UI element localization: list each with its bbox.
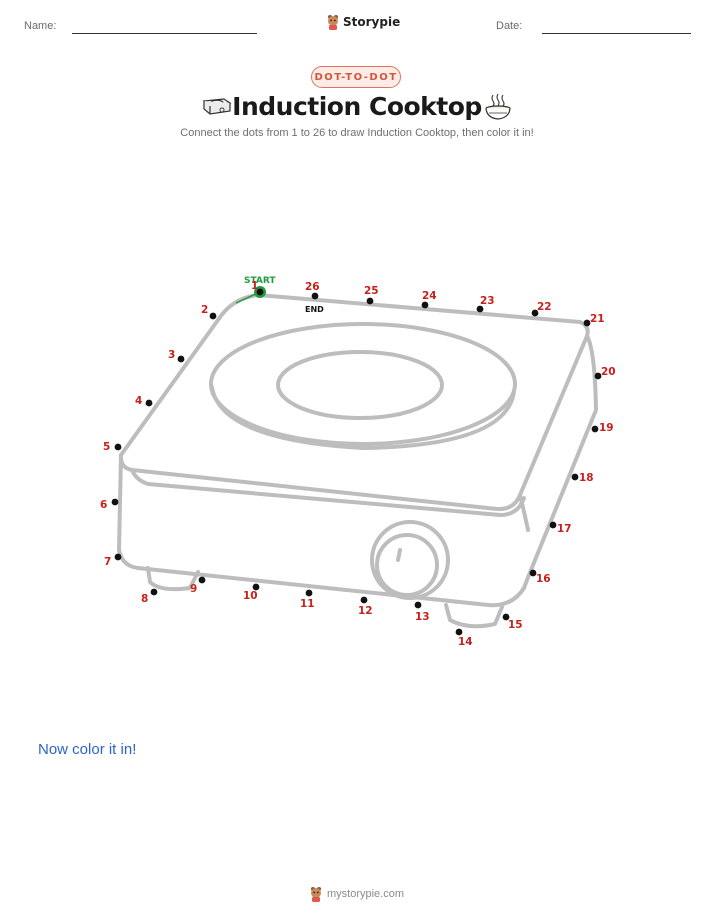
start-arrow <box>235 292 259 304</box>
activity-type-badge: DOT-TO-DOT <box>311 66 401 88</box>
dot-22 <box>531 309 539 317</box>
dot-label-13: 13 <box>415 611 430 623</box>
dot-4 <box>145 399 153 407</box>
dot-label-15: 15 <box>508 619 523 631</box>
page-title: Induction Cooktop <box>232 92 482 121</box>
storypie-mascot-icon <box>328 15 338 30</box>
dot-23 <box>476 305 484 313</box>
dot-9 <box>198 576 206 584</box>
dot-label-19: 19 <box>599 422 614 434</box>
dot-12 <box>360 596 368 604</box>
dot-21 <box>583 319 591 327</box>
dot-label-14: 14 <box>458 636 473 648</box>
dot-label-20: 20 <box>601 366 616 378</box>
dot-14 <box>455 628 463 636</box>
dot-label-16: 16 <box>536 573 551 585</box>
color-prompt: Now color it in! <box>38 741 137 758</box>
dot-label-11: 11 <box>300 598 315 610</box>
dot-label-6: 6 <box>100 499 107 511</box>
dot-label-24: 24 <box>422 290 437 302</box>
dot-label-22: 22 <box>537 301 552 313</box>
dot-8 <box>150 588 158 596</box>
dot-25 <box>366 297 374 305</box>
footer: mystorypie.com <box>309 886 404 902</box>
dot-24 <box>421 301 429 309</box>
dot-label-12: 12 <box>358 605 373 617</box>
cooktop-outline <box>117 293 598 629</box>
date-label: Date: <box>496 20 523 32</box>
dot-11 <box>305 589 313 597</box>
name-field-line[interactable] <box>72 33 257 34</box>
storypie-mascot-icon <box>311 887 321 902</box>
dot-label-25: 25 <box>364 285 379 297</box>
dot-label-2: 2 <box>201 304 208 316</box>
dot-13 <box>414 601 422 609</box>
date-field-line[interactable] <box>542 33 691 34</box>
steaming-bowl-icon <box>485 93 511 120</box>
dot-10 <box>252 583 260 591</box>
dot-label-8: 8 <box>141 593 148 605</box>
dot-label-3: 3 <box>168 349 175 361</box>
dot-20 <box>594 372 602 380</box>
induction-cooktop-icon <box>202 98 232 115</box>
start-label: START <box>244 276 276 286</box>
dot-label-17: 17 <box>557 523 572 535</box>
dot-18 <box>571 473 579 481</box>
footer-site: mystorypie.com <box>327 888 405 900</box>
dot-19 <box>591 425 599 433</box>
brand-name: Storypie <box>343 15 401 29</box>
dot-26 <box>311 292 319 300</box>
dot-label-9: 9 <box>190 583 197 595</box>
dot-label-26: 26 <box>305 281 320 293</box>
dot-label-18: 18 <box>579 472 594 484</box>
dot-6 <box>111 498 119 506</box>
instructions: Connect the dots from 1 to 26 to draw In… <box>180 127 534 139</box>
brand-logo: Storypie <box>326 14 400 30</box>
dot-1 <box>256 288 264 296</box>
dot-3 <box>177 355 185 363</box>
dot-17 <box>549 521 557 529</box>
name-label: Name: <box>24 20 57 32</box>
dot-label-7: 7 <box>104 556 111 568</box>
dot-2 <box>209 312 217 320</box>
dot-label-5: 5 <box>103 441 110 453</box>
dot-15 <box>502 613 510 621</box>
dot-label-21: 21 <box>590 313 605 325</box>
dot-5 <box>114 443 122 451</box>
dot-label-10: 10 <box>243 590 258 602</box>
dot-label-4: 4 <box>135 395 142 407</box>
dot-label-23: 23 <box>480 295 495 307</box>
end-label: END <box>305 305 324 314</box>
dot-label-1: 1 <box>251 280 258 292</box>
dot-7 <box>114 553 122 561</box>
dot-16 <box>529 569 537 577</box>
